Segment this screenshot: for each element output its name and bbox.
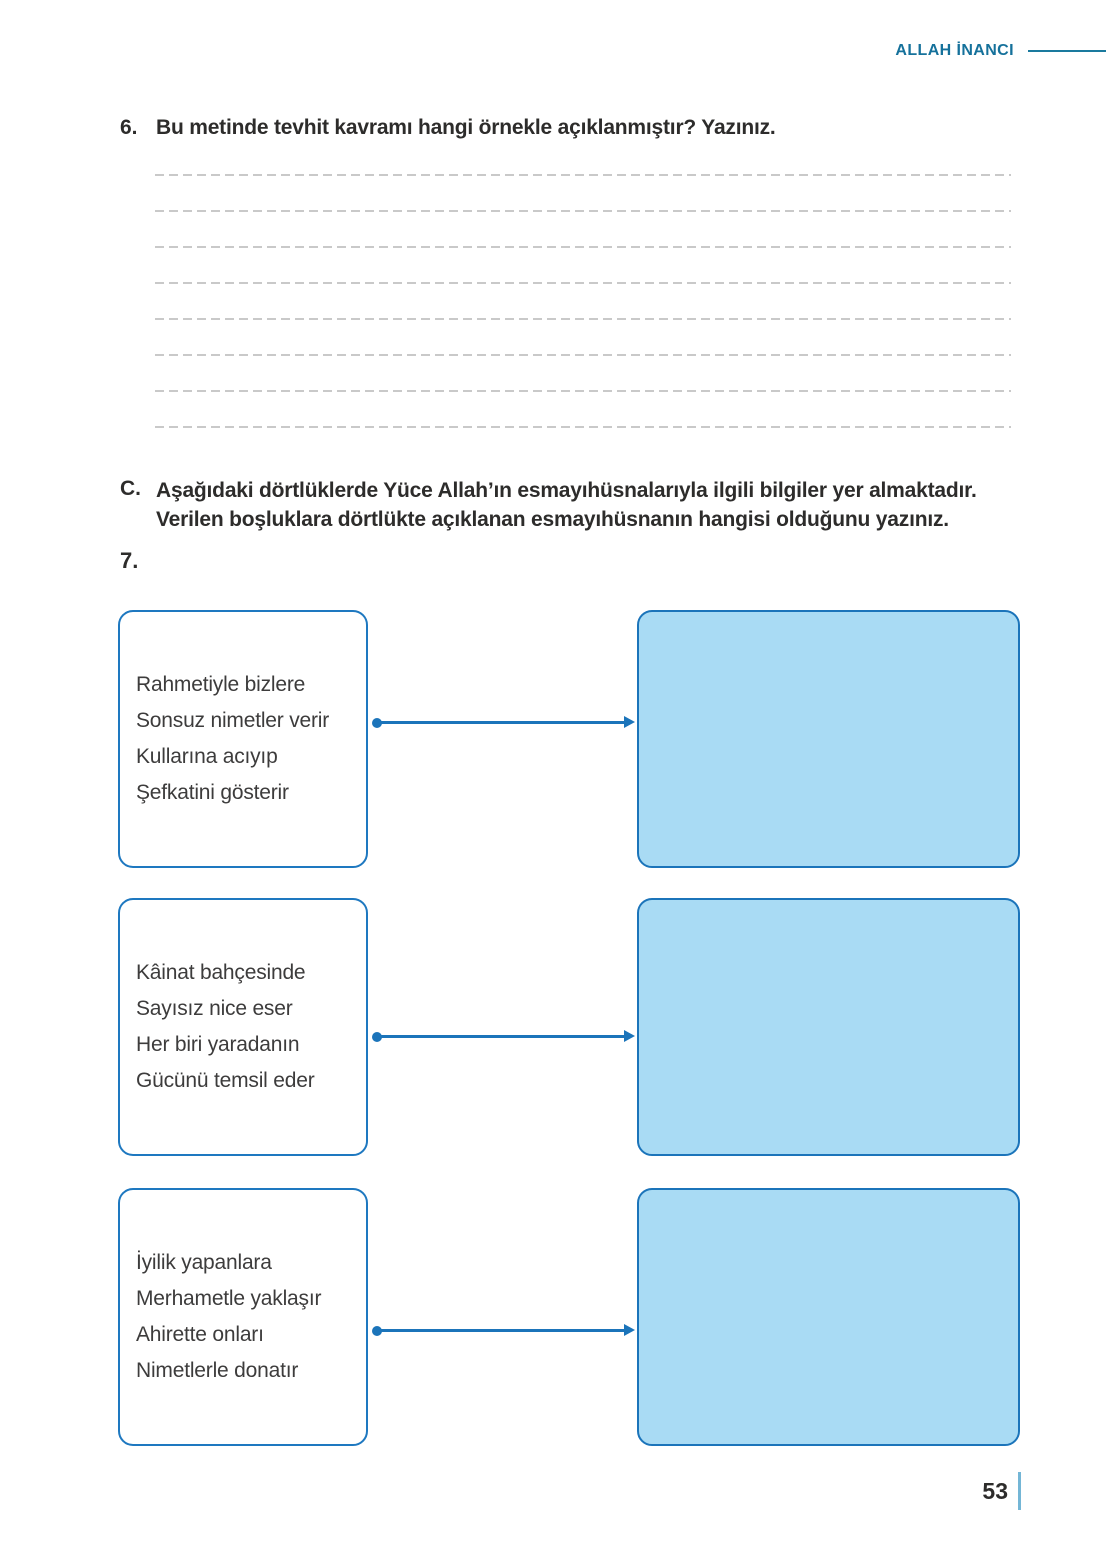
- answer-lines[interactable]: [155, 174, 1011, 428]
- question-6-number: 6.: [120, 116, 138, 139]
- quatrain-box: Rahmetiyle bizlere Sonsuz nimetler verir…: [118, 610, 368, 868]
- arrow-head-icon: [624, 716, 635, 728]
- arrow-head-icon: [624, 1030, 635, 1042]
- quatrain-line: Kâinat bahçesinde: [136, 961, 306, 984]
- page-header: ALLAH İNANCI: [895, 42, 1106, 60]
- question-6-prompt: Bu metinde tevhit kavramı hangi örnekle …: [156, 116, 776, 139]
- esma-answer-box[interactable]: [637, 898, 1020, 1156]
- section-c-line-2: Verilen boşluklara dörtlükte açıklanan e…: [156, 508, 949, 531]
- page-number: 53: [982, 1477, 1008, 1504]
- question-7-number: 7.: [120, 548, 139, 573]
- page-footer: 53: [0, 1472, 1021, 1510]
- answer-line[interactable]: [155, 174, 1011, 176]
- quatrain-line: Kullarına acıyıp: [136, 745, 278, 768]
- quatrain-line: İyilik yapanlara: [136, 1251, 272, 1274]
- quatrain-line: Şefkatini gösterir: [136, 781, 289, 804]
- match-row: Rahmetiyle bizlere Sonsuz nimetler verir…: [118, 610, 1020, 868]
- arrow-line: [376, 721, 626, 724]
- answer-line[interactable]: [155, 246, 1011, 248]
- quatrain-line: Sonsuz nimetler verir: [136, 709, 330, 732]
- quatrain-box: Kâinat bahçesinde Sayısız nice eser Her …: [118, 898, 368, 1156]
- quatrain-box: İyilik yapanlara Merhametle yaklaşır Ahi…: [118, 1188, 368, 1446]
- match-row: İyilik yapanlara Merhametle yaklaşır Ahi…: [118, 1188, 1020, 1446]
- header-rule: [1028, 50, 1106, 52]
- quatrain-line: Gücünü temsil eder: [136, 1069, 315, 1092]
- esma-answer-box[interactable]: [637, 610, 1020, 868]
- quatrain-line: Sayısız nice eser: [136, 997, 293, 1020]
- arrow-head-icon: [624, 1324, 635, 1336]
- answer-line[interactable]: [155, 318, 1011, 320]
- quatrain-line: Merhametle yaklaşır: [136, 1287, 322, 1310]
- arrow-connector: [372, 1324, 635, 1336]
- arrow-line: [376, 1035, 626, 1038]
- arrow-connector: [372, 716, 635, 728]
- answer-line[interactable]: [155, 282, 1011, 284]
- section-c-line-1: Aşağıdaki dörtlüklerde Yüce Allah’ın esm…: [156, 479, 977, 502]
- quatrain-line: Ahirette onları: [136, 1323, 264, 1346]
- page-number-bar: [1018, 1472, 1021, 1510]
- section-c-label: C.: [120, 477, 141, 500]
- section-c: C. Aşağıdaki dörtlüklerde Yüce Allah’ın …: [120, 476, 977, 534]
- question-6: 6. Bu metinde tevhit kavramı hangi örnek…: [120, 115, 776, 141]
- quatrain-line: Rahmetiyle bizlere: [136, 673, 306, 696]
- answer-line[interactable]: [155, 210, 1011, 212]
- esma-answer-box[interactable]: [637, 1188, 1020, 1446]
- section-c-instructions: Aşağıdaki dörtlüklerde Yüce Allah’ın esm…: [156, 476, 977, 534]
- quatrain-line: Nimetlerle donatır: [136, 1359, 299, 1382]
- answer-line[interactable]: [155, 390, 1011, 392]
- unit-title: ALLAH İNANCI: [895, 42, 1014, 59]
- arrow-line: [376, 1329, 626, 1332]
- answer-line[interactable]: [155, 354, 1011, 356]
- arrow-connector: [372, 1030, 635, 1042]
- match-row: Kâinat bahçesinde Sayısız nice eser Her …: [118, 898, 1020, 1156]
- question-7-matching: Rahmetiyle bizlere Sonsuz nimetler verir…: [118, 610, 1020, 1446]
- quatrain-line: Her biri yaradanın: [136, 1033, 300, 1056]
- answer-line[interactable]: [155, 426, 1011, 428]
